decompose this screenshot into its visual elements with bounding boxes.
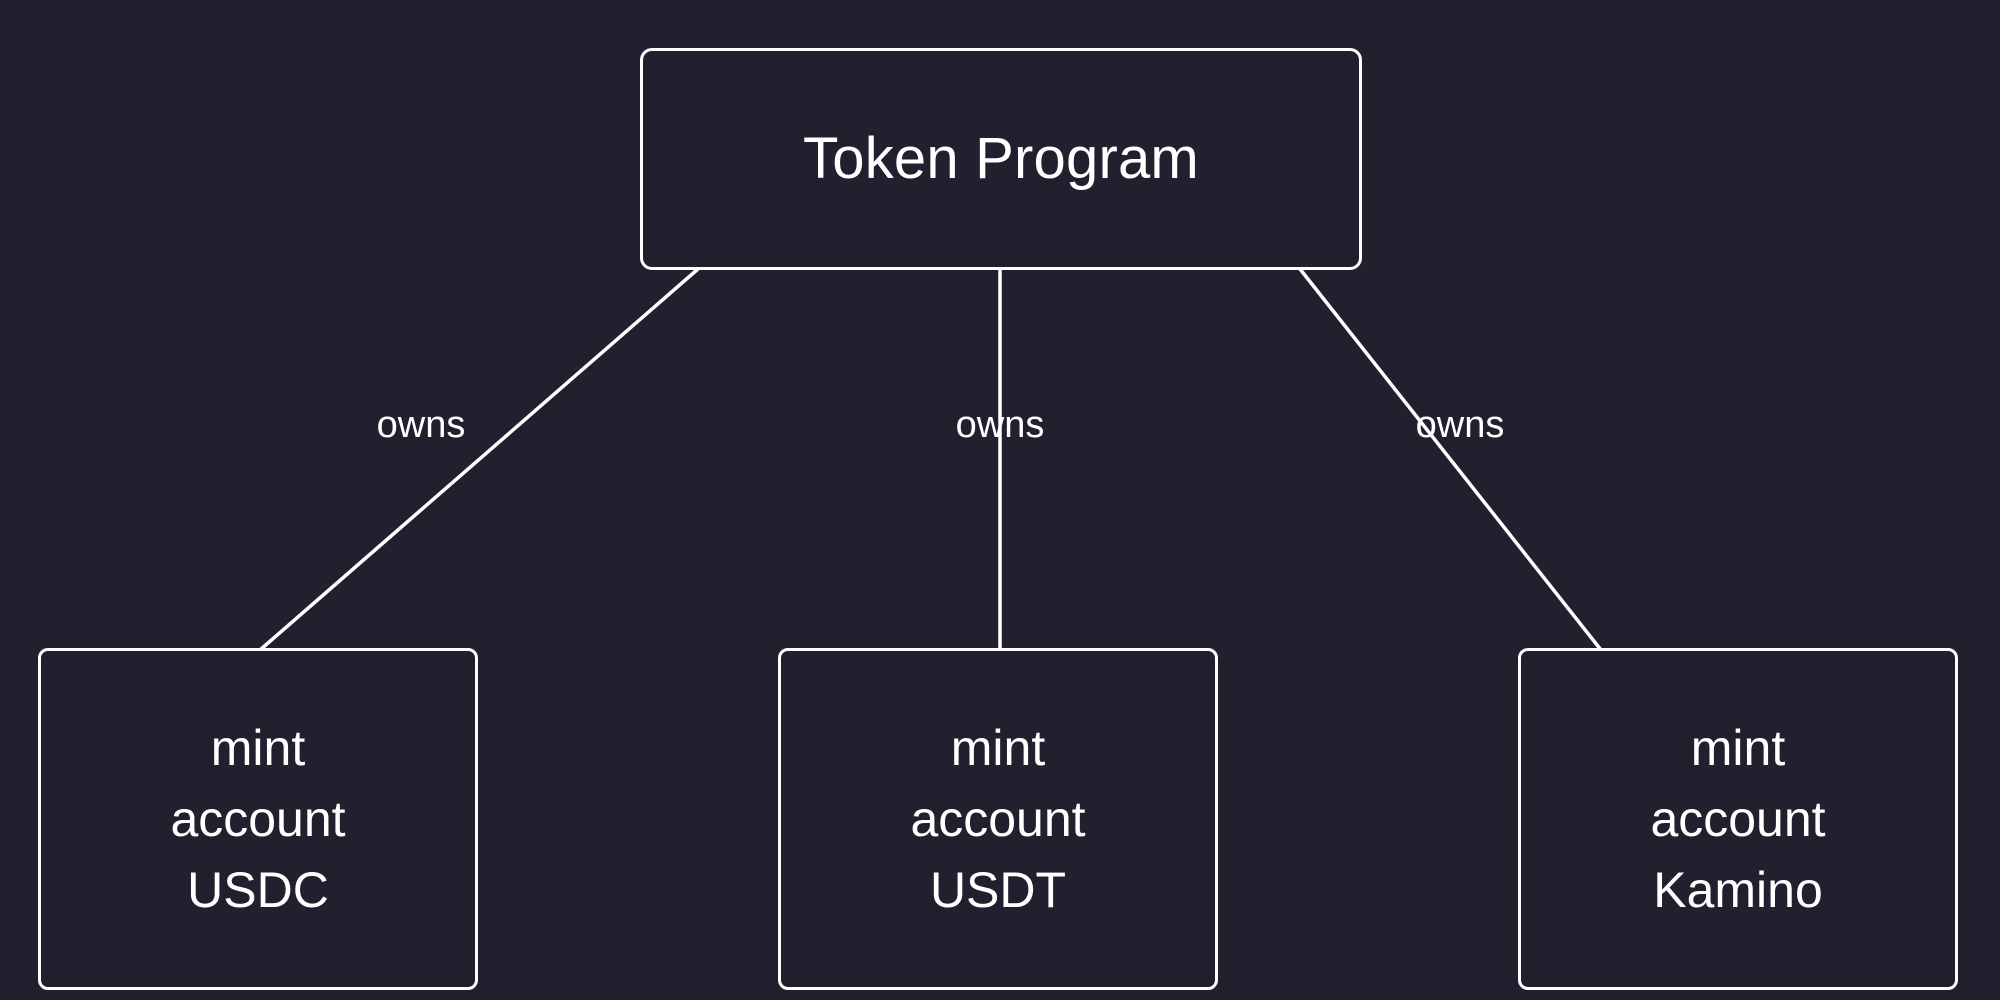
node-mint-account-kamino-line-1: mint xyxy=(1690,719,1786,776)
node-mint-account-kamino-line-2: account xyxy=(1650,790,1826,847)
edge-label-owns-usdt: owns xyxy=(955,404,1045,446)
edge-token-program-to-kamino xyxy=(1298,267,1603,652)
edge-token-program-to-usdc xyxy=(258,267,700,652)
node-mint-account-usdt[interactable]: mint account USDT xyxy=(778,648,1218,990)
node-mint-account-usdc[interactable]: mint account USDC xyxy=(38,648,478,990)
node-mint-account-usdc-line-2: account xyxy=(170,790,346,847)
node-token-program[interactable]: Token Program xyxy=(640,48,1362,270)
node-mint-account-kamino[interactable]: mint account Kamino xyxy=(1518,648,1958,990)
node-mint-account-usdc-line-3: USDC xyxy=(187,861,329,918)
node-mint-account-kamino-line-3: Kamino xyxy=(1653,861,1823,918)
node-token-program-title: Token Program xyxy=(803,126,1199,192)
node-mint-account-usdt-line-1: mint xyxy=(950,719,1046,776)
node-mint-account-usdt-line-3: USDT xyxy=(929,861,1067,918)
node-mint-account-usdt-line-2: account xyxy=(910,790,1086,847)
edge-label-owns-usdc: owns xyxy=(376,404,466,446)
edge-label-owns-kamino: owns xyxy=(1415,404,1505,446)
node-mint-account-usdc-line-1: mint xyxy=(210,719,306,776)
